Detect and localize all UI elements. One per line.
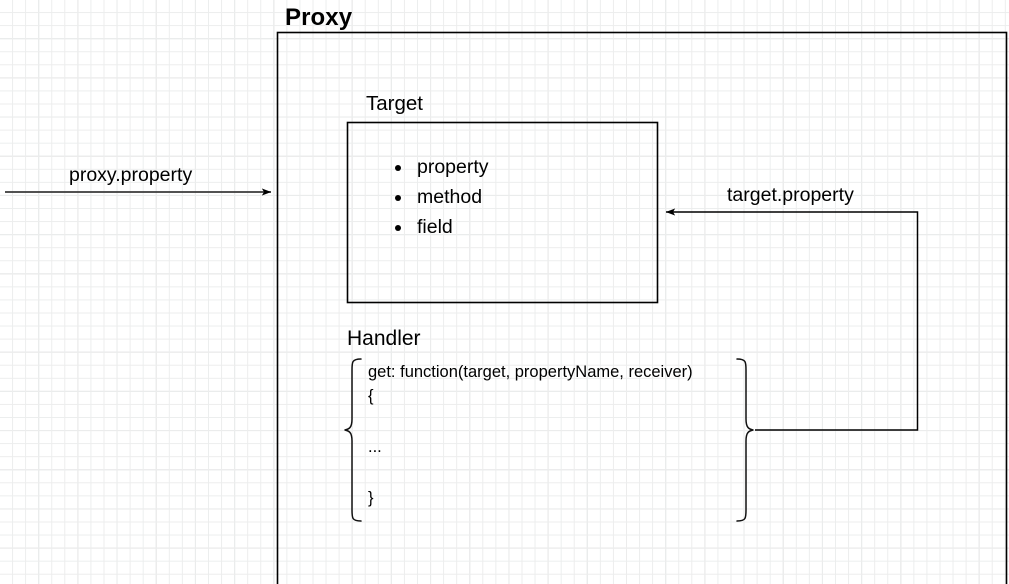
list-item: method: [413, 182, 489, 212]
handler-code-block: get: function(target, propertyName, rece…: [368, 360, 698, 510]
handler-left-brace: [344, 358, 362, 522]
code-spacer: [368, 459, 698, 486]
target-member-list: property method field: [383, 152, 489, 242]
handler-title: Handler: [347, 327, 421, 350]
proxy-box: [276, 31, 1008, 584]
handler-code-line-1: get: function(target, propertyName, rece…: [368, 363, 693, 405]
handler-code-line-3: }: [368, 489, 374, 507]
target-box: [346, 121, 659, 304]
target-property-arrow-label: target.property: [727, 184, 854, 206]
code-spacer: [368, 408, 698, 435]
target-property-arrow: [665, 208, 919, 431]
proxy-title: Proxy: [285, 4, 353, 31]
proxy-property-arrow-label: proxy.property: [69, 164, 193, 186]
handler-code-line-2: ...: [368, 438, 382, 456]
handler-right-brace: [736, 358, 754, 522]
list-item: field: [413, 212, 489, 242]
list-item: property: [413, 152, 489, 182]
target-title: Target: [366, 92, 423, 115]
